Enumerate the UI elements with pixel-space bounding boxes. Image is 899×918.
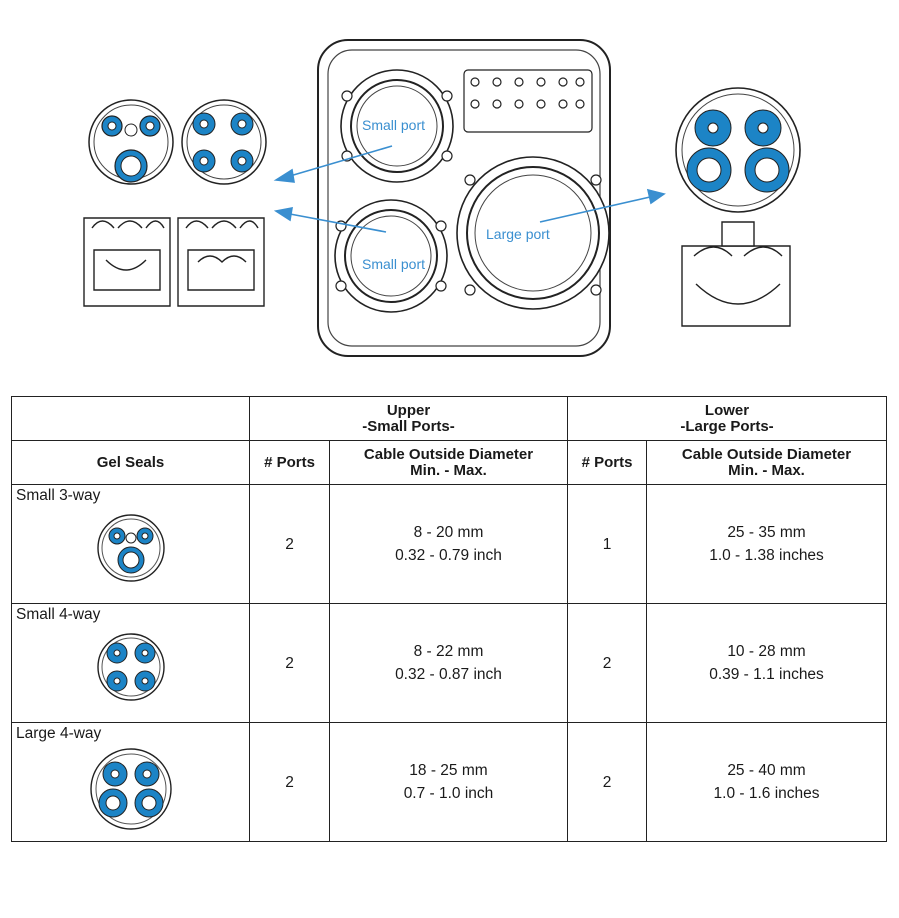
small-4-way-seal-icon (96, 633, 165, 701)
small-3-way-seal-side-icon (83, 217, 171, 307)
lower-ports-header: # Ports (567, 440, 647, 485)
blank-header-cell (11, 396, 250, 441)
small-3-way-seal-top-icon (88, 99, 174, 185)
gel-seals-header: Gel Seals (11, 440, 250, 485)
seal-name: Small 3-way (16, 487, 101, 504)
small-3-way-seal-icon (96, 514, 165, 582)
table-group-header-row: Upper-Small Ports- Lower-Large Ports- (11, 396, 888, 441)
closure-illustration: Small port Small port Large port (83, 39, 801, 357)
gel-seal-spec-table: Upper-Small Ports- Lower-Large Ports- Ge… (11, 396, 888, 842)
lower-group-header: Lower-Large Ports- (566, 396, 888, 441)
table-column-header-row: Gel Seals # Ports Cable Outside Diameter… (11, 440, 888, 485)
callout-arrows (273, 145, 666, 233)
upper-group-header: Upper-Small Ports- (249, 396, 568, 441)
lower-ports-cell: 2 (567, 722, 647, 842)
upper-ports-cell: 2 (249, 603, 330, 723)
upper-ports-cell: 2 (249, 484, 330, 604)
large-port-label: Large port (486, 226, 550, 242)
small-port-upper-label: Small port (362, 117, 425, 133)
large-4-way-seal-top-icon (675, 87, 801, 213)
large-4-way-seal-icon (89, 748, 172, 830)
upper-ports-header: # Ports (249, 440, 330, 485)
seal-cell: Small 4-way (11, 603, 250, 723)
small-port-lower-label: Small port (362, 256, 425, 272)
seal-name: Small 4-way (16, 606, 101, 623)
closure-base-icon (317, 39, 611, 357)
seal-cell: Small 3-way (11, 484, 250, 604)
large-4-way-seal-side-icon (681, 221, 791, 327)
small-4-way-seal-top-icon (181, 99, 267, 185)
upper-ports-cell: 2 (249, 722, 330, 842)
lower-ports-cell: 2 (567, 603, 647, 723)
lower-ports-cell: 1 (567, 484, 647, 604)
seal-cell: Large 4-way (11, 722, 250, 842)
small-4-way-seal-side-icon (177, 217, 265, 307)
seal-name: Large 4-way (16, 725, 102, 742)
